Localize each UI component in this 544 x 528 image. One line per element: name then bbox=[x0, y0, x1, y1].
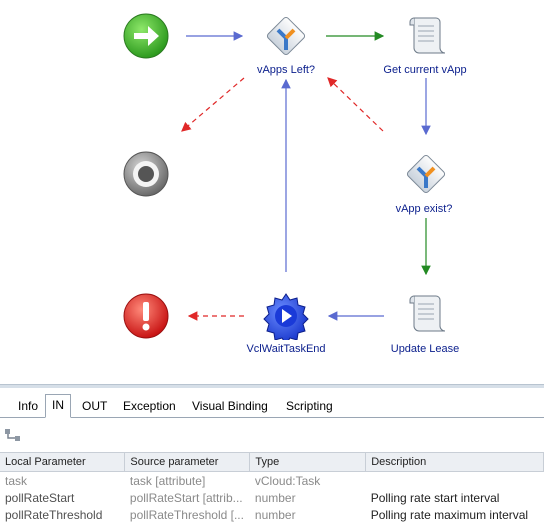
properties-panel: Info IN OUT Exception Visual Binding Scr… bbox=[0, 388, 544, 528]
workflow-schema-canvas[interactable]: vApps Left? Get current vApp vApp exist?… bbox=[0, 0, 544, 384]
script-scroll-icon[interactable] bbox=[404, 12, 448, 60]
table-row[interactable]: pollRateThreshold pollRateThreshold [...… bbox=[0, 506, 544, 523]
bind-parameter-icon[interactable] bbox=[4, 428, 22, 442]
end-icon[interactable] bbox=[122, 150, 170, 198]
node-label-vcl-wait-task-end: VclWaitTaskEnd bbox=[246, 343, 326, 355]
column-header-local-parameter[interactable]: Local Parameter bbox=[0, 452, 126, 472]
node-label-vapps-left: vApps Left? bbox=[256, 64, 316, 76]
action-gear-icon[interactable] bbox=[262, 292, 310, 340]
tab-visual-binding[interactable]: Visual Binding bbox=[192, 399, 268, 413]
connection-vapp-exist-to-vapps-left[interactable] bbox=[327, 77, 384, 132]
cell-local-parameter: pollRateThreshold bbox=[5, 507, 103, 522]
cell-description: Polling rate maximum interval bbox=[370, 507, 529, 522]
workflow-connections bbox=[181, 31, 431, 321]
cell-type: vCloud:Task bbox=[254, 473, 321, 488]
tab-bar: Info IN OUT Exception Visual Binding Scr… bbox=[0, 394, 544, 418]
column-header-description[interactable]: Description bbox=[365, 452, 544, 472]
start-icon[interactable] bbox=[122, 12, 170, 60]
table-row[interactable]: task task [attribute] vCloud:Task bbox=[0, 472, 544, 490]
cell-local-parameter: pollRateStart bbox=[5, 490, 75, 505]
node-label-update-lease: Update Lease bbox=[390, 343, 460, 355]
tab-in[interactable]: IN bbox=[45, 394, 71, 418]
tab-scripting[interactable]: Scripting bbox=[286, 399, 333, 413]
cell-source-parameter: pollRateStart [attrib... bbox=[129, 490, 243, 505]
column-header-source-parameter[interactable]: Source parameter bbox=[124, 452, 251, 472]
node-label-get-current-vapp: Get current vApp bbox=[383, 64, 467, 76]
cell-type: number bbox=[254, 490, 296, 505]
node-label-vapp-exist: vApp exist? bbox=[395, 203, 453, 215]
cell-source-parameter: task [attribute] bbox=[129, 473, 206, 488]
parameter-table: Local Parameter Source parameter Type De… bbox=[0, 452, 544, 523]
cell-type: number bbox=[254, 507, 296, 522]
cell-description: Polling rate start interval bbox=[370, 490, 500, 505]
connection-vapps-left-to-end[interactable] bbox=[181, 77, 245, 132]
table-row[interactable]: pollRateStart pollRateStart [attrib... n… bbox=[0, 489, 544, 506]
cell-source-parameter: pollRateThreshold [... bbox=[129, 507, 244, 522]
tab-exception[interactable]: Exception bbox=[123, 399, 176, 413]
error-icon[interactable] bbox=[122, 292, 170, 340]
panel-splitter[interactable] bbox=[0, 384, 544, 388]
tab-out[interactable]: OUT bbox=[82, 399, 108, 413]
decision-icon[interactable] bbox=[402, 150, 450, 198]
script-scroll-icon[interactable] bbox=[404, 290, 448, 338]
cell-local-parameter: task bbox=[5, 473, 28, 488]
tab-info[interactable]: Info bbox=[18, 399, 39, 413]
column-header-type[interactable]: Type bbox=[249, 452, 367, 472]
cell-description bbox=[366, 472, 544, 490]
decision-icon[interactable] bbox=[262, 12, 310, 60]
